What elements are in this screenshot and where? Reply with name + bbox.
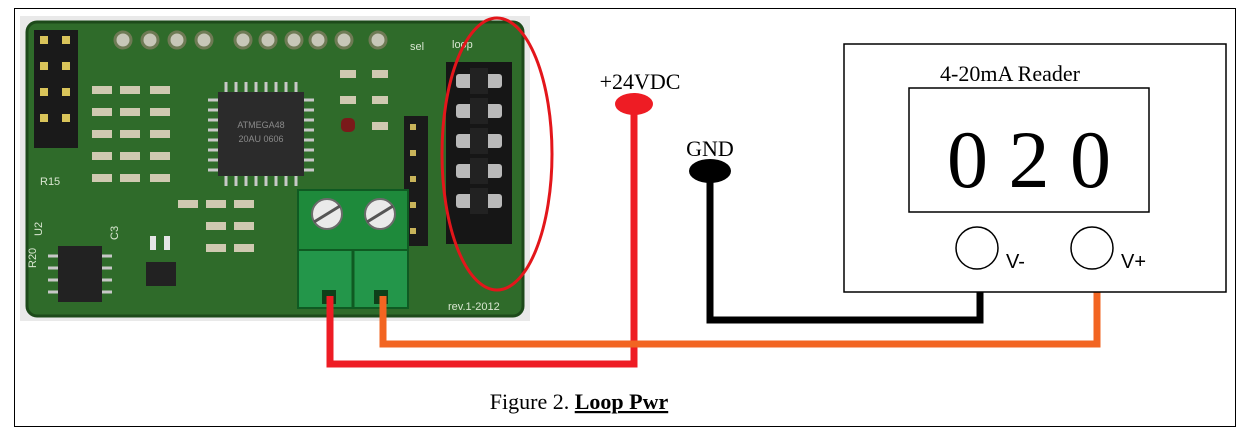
terminal-plus-label: V+ [1121, 251, 1146, 273]
op-amp-ic [48, 246, 112, 302]
terminal-minus [955, 226, 999, 270]
current-reader: 4-20mA Reader 0 2 0 V- V+ [843, 43, 1227, 293]
regulator-ic [146, 262, 176, 286]
silk-c3: C3 [109, 226, 121, 240]
figure-caption: Figure 2. Loop Pwr [490, 389, 669, 414]
chip-marking-1: ATMEGA48 [237, 120, 284, 130]
ground-terminal: GND [686, 136, 734, 183]
silk-r20: R20 [27, 248, 39, 268]
silk-u2: U2 [33, 222, 45, 236]
supply-terminal: +24VDC [600, 69, 681, 115]
caption-prefix: Figure 2. [490, 389, 575, 414]
reader-title: 4-20mA Reader [940, 61, 1081, 86]
positive-wire [326, 114, 638, 368]
caption-title: Loop Pwr [575, 389, 669, 414]
screw-terminal-block [297, 189, 409, 309]
terminal-minus-label: V- [1006, 251, 1025, 273]
mcu-chip: ATMEGA48 20AU 0606 [208, 82, 314, 186]
pcb-board: ATMEGA48 20AU 0606 R15 R20 U2 C3 sel loo… [20, 16, 530, 321]
display-value: 0 2 0 [947, 114, 1111, 205]
left-pin-header [34, 30, 78, 148]
silk-r15: R15 [40, 176, 60, 188]
loop-jumper-block [446, 62, 512, 244]
silk-revision: rev.1-2012 [448, 301, 500, 313]
jumper-silk-sel: sel [410, 41, 424, 53]
reader-display [908, 87, 1150, 213]
loop-jumper-highlight [440, 16, 554, 292]
terminal-plus [1070, 226, 1114, 270]
figure-frame [14, 8, 1236, 427]
supply-label: +24VDC [600, 69, 681, 94]
chip-marking-2: 20AU 0606 [238, 134, 283, 144]
ground-label: GND [686, 136, 734, 161]
loop-return-wire [379, 258, 1101, 348]
